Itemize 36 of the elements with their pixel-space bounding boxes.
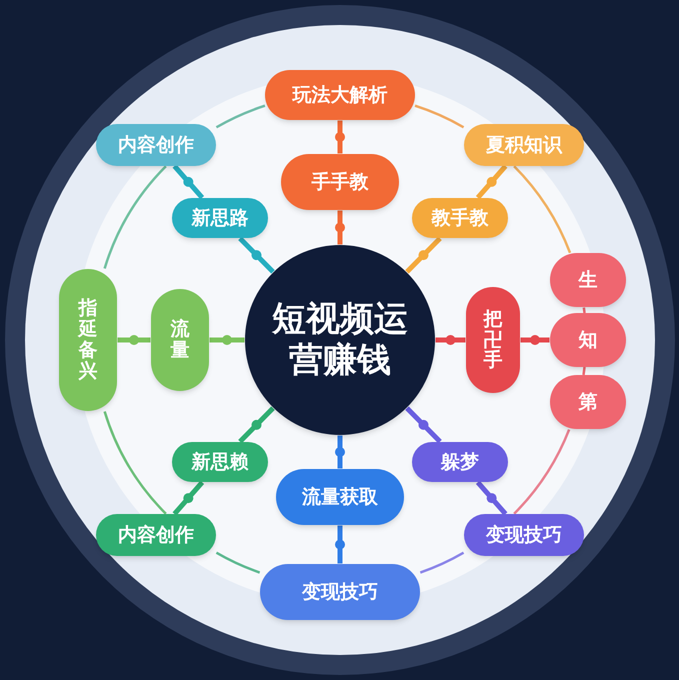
topic-pill: 流量获取: [276, 469, 404, 525]
connector-line: [172, 480, 204, 516]
connector-line: [513, 429, 570, 515]
connector-line: [103, 165, 167, 269]
connector-line: [103, 411, 167, 515]
topic-pill: 内容创作: [96, 514, 216, 556]
topic-pill: 新思赖: [172, 442, 268, 482]
topic-pill: 玩法大解析: [265, 70, 415, 120]
connector-line: [210, 338, 244, 342]
connector-line: [420, 552, 464, 574]
topic-pill: 躲梦: [412, 442, 508, 482]
connector-line: [238, 406, 275, 444]
topic-pill: 指延备兴: [59, 269, 117, 411]
topic-pill: 教手教: [412, 198, 508, 238]
connector-line: [582, 307, 586, 314]
connector-line: [216, 104, 266, 128]
topic-pill: 变现技巧: [260, 564, 420, 620]
topic-pill: 新思路: [172, 198, 268, 238]
connector-line: [405, 406, 442, 444]
connector-line: [436, 338, 466, 342]
connector-line: [414, 104, 464, 128]
topic-pill: 夏积知识: [464, 124, 584, 166]
connector-line: [476, 480, 508, 516]
connector-line: [405, 236, 442, 274]
connector-line: [238, 236, 275, 274]
connector-line: [172, 164, 204, 200]
connector-line: [476, 164, 508, 200]
connector-line: [520, 338, 550, 342]
topic-pill: 变现技巧: [464, 514, 584, 556]
topic-pill: 内容创作: [96, 124, 216, 166]
connector-line: [118, 338, 150, 342]
connector-line: [582, 366, 586, 376]
topic-pill: 手手教: [281, 154, 399, 210]
connector-line: [513, 165, 572, 254]
topic-pill: 把卍手: [466, 287, 520, 393]
connector-line: [216, 552, 260, 574]
